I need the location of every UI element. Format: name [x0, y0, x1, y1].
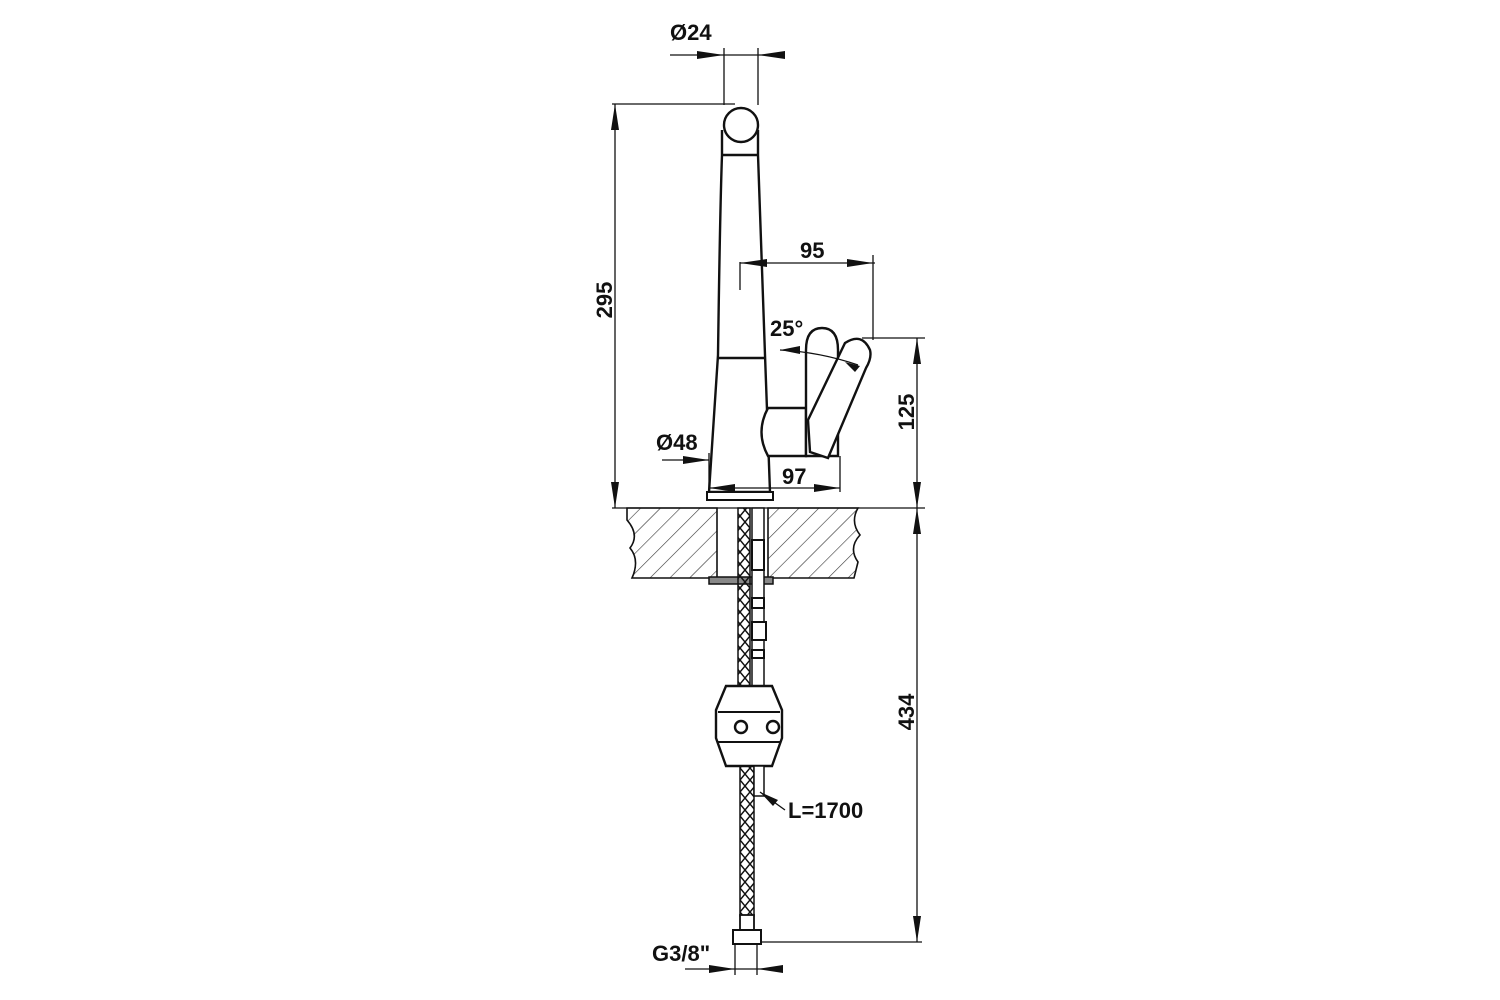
label-connection-thread: G3/8" [652, 941, 710, 966]
supply-hose [714, 507, 784, 945]
dimension-spout-diameter: Ø24 [670, 20, 785, 105]
dimension-total-height: 295 [592, 103, 735, 508]
dimension-base-to-lever: 97 [709, 456, 841, 492]
label-spout-diameter: Ø24 [670, 20, 712, 45]
label-below-counter: 434 [894, 693, 919, 730]
dimension-hose-length: L=1700 [759, 791, 863, 823]
dimension-base-diameter: Ø48 [656, 430, 710, 492]
dimension-lever-reach: 95 [740, 238, 875, 340]
dimension-connection-thread: G3/8" [652, 941, 783, 975]
countertop-section [612, 507, 925, 585]
dimension-lever-height: 125 [862, 337, 925, 508]
label-base-diameter: Ø48 [656, 430, 698, 455]
label-lever-reach: 95 [800, 238, 824, 263]
dimension-lever-angle: 25° [770, 316, 860, 372]
dimension-below-counter: 434 [761, 508, 922, 943]
label-hose-length: L=1700 [788, 798, 863, 823]
label-total-height: 295 [592, 282, 617, 319]
faucet-body [706, 106, 872, 501]
label-base-to-lever: 97 [782, 464, 806, 489]
label-lever-angle: 25° [770, 316, 803, 341]
label-lever-height: 125 [894, 394, 919, 431]
